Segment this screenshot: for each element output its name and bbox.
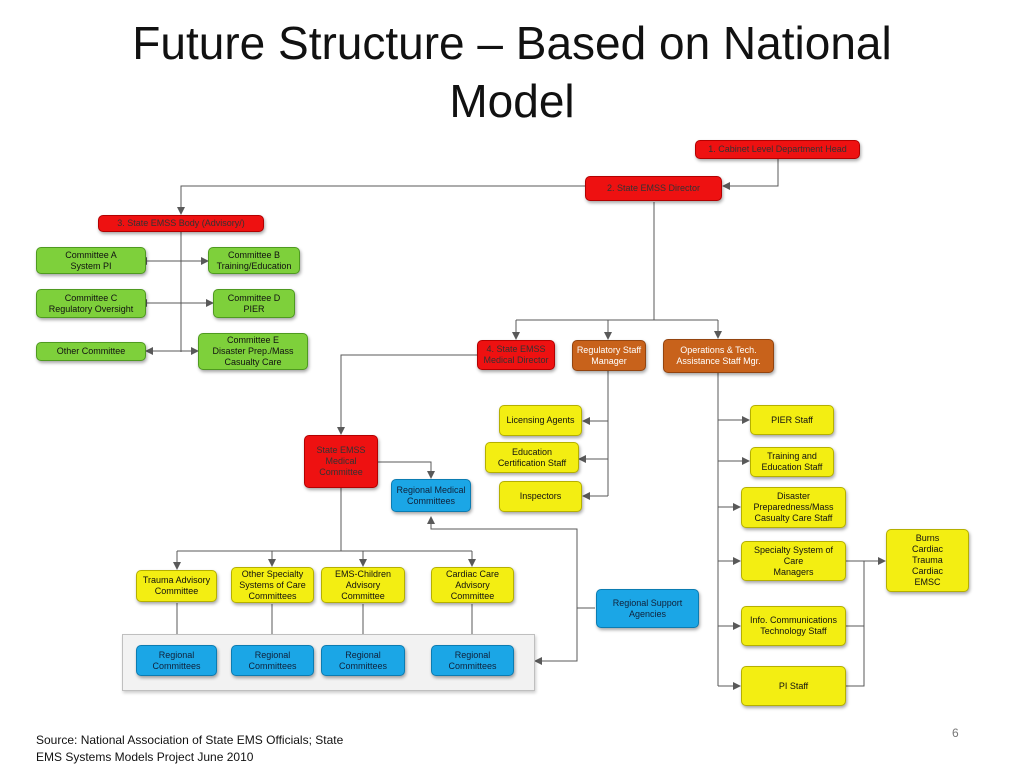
page-number: 6 — [952, 726, 959, 740]
other-specialty-box: Other Specialty Systems of Care Committe… — [231, 567, 314, 603]
trauma-advisory-box: Trauma Advisory Committee — [136, 570, 217, 602]
cardiac-advisory-box: Cardiac Care Advisory Committee — [431, 567, 514, 603]
source-citation: Source: National Association of State EM… — [36, 732, 343, 766]
connector-support-to-regional-medical — [427, 516, 595, 609]
regional-committees-box-4: Regional Committees — [431, 645, 514, 676]
regional-medical-box: Regional Medical Committees — [391, 479, 471, 512]
cabinet-head-box: 1. Cabinet Level Department Head — [695, 140, 860, 159]
connector-to-regional-medical — [378, 461, 435, 479]
source-line-1: Source: National Association of State EM… — [36, 733, 344, 747]
specialty-managers-box: Specialty System of Care Managers — [741, 541, 846, 581]
slide-title: Future Structure – Based on National Mod… — [0, 14, 1024, 130]
connector-pi-bracket — [846, 626, 865, 687]
committee-d-box: Committee D PIER — [213, 289, 295, 318]
regional-support-box: Regional Support Agencies — [596, 589, 699, 628]
ems-children-box: EMS-Children Advisory Committee — [321, 567, 405, 603]
disaster-staff-box: Disaster Preparedness/Mass Casualty Care… — [741, 487, 846, 528]
connector-support-to-panel — [534, 608, 578, 665]
training-staff-box: Training and Education Staff — [750, 447, 834, 477]
licensing-agents-box: Licensing Agents — [499, 405, 582, 436]
connector-info-bracket — [846, 561, 865, 627]
pier-staff-box: PIER Staff — [750, 405, 834, 435]
committee-e-box: Committee E Disaster Prep./Mass Casualty… — [198, 333, 308, 370]
state-body-box: 3. State EMSS Body (Advisory/) — [98, 215, 264, 232]
specialty-list-box: Burns Cardiac Trauma Cardiac EMSC — [886, 529, 969, 592]
connector-cabinet-to-director — [722, 159, 779, 190]
pi-staff-box: PI Staff — [741, 666, 846, 706]
title-line-1: Future Structure – Based on National — [132, 17, 892, 69]
medical-committee-box: State EMSS Medical Committee — [304, 435, 378, 488]
title-line-2: Model — [449, 75, 575, 127]
other-committee-box: Other Committee — [36, 342, 146, 361]
committee-a-box: Committee A System PI — [36, 247, 146, 274]
operations-manager-box: Operations & Tech. Assistance Staff Mgr. — [663, 339, 774, 373]
source-line-2: EMS Systems Models Project June 2010 — [36, 750, 254, 764]
committee-c-box: Committee C Regulatory Oversight — [36, 289, 146, 318]
state-director-box: 2. State EMSS Director — [585, 176, 722, 201]
medical-director-box: 4. State EMSS Medical Director — [477, 340, 555, 370]
regional-committees-box-1: Regional Committees — [136, 645, 217, 676]
regional-committees-box-3: Regional Committees — [321, 645, 405, 676]
regulatory-manager-box: Regulatory Staff Manager — [572, 340, 646, 371]
inspectors-box: Inspectors — [499, 481, 582, 512]
connector-director-to-body — [177, 185, 585, 215]
regional-committees-box-2: Regional Committees — [231, 645, 314, 676]
info-comm-staff-box: Info. Communications Technology Staff — [741, 606, 846, 646]
committee-b-box: Committee B Training/Education — [208, 247, 300, 274]
connector-to-medical-committee — [337, 354, 477, 435]
education-staff-box: Education Certification Staff — [485, 442, 579, 473]
